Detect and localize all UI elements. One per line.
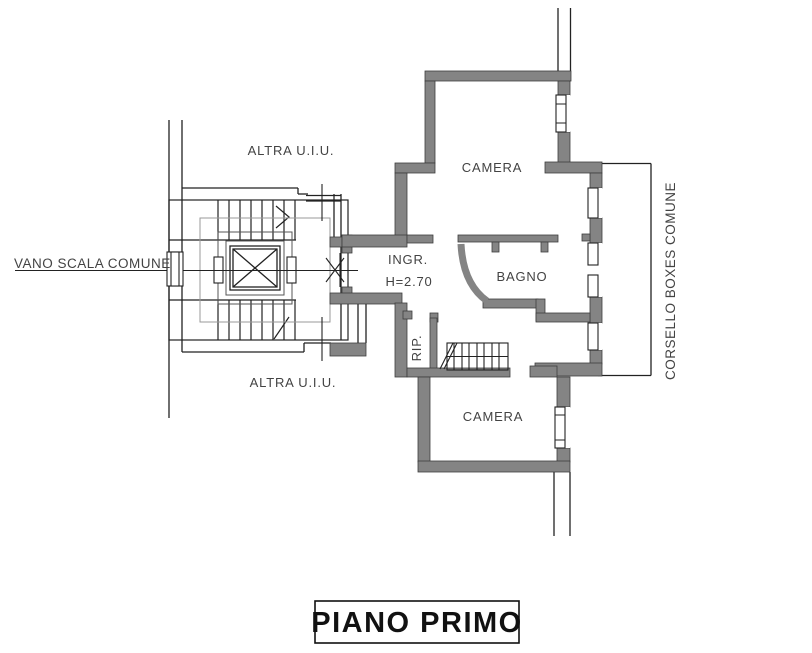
window-camera-bottom — [554, 406, 566, 449]
window-east-1 — [587, 187, 599, 219]
windows — [166, 94, 602, 449]
axis-marks — [15, 184, 358, 361]
label-corsello: CORSELLO BOXES COMUNE — [663, 182, 678, 380]
title-box — [314, 600, 520, 644]
label-vano-scala: VANO SCALA COMUNE — [14, 256, 171, 271]
label-altra-uiu-top: ALTRA U.I.U. — [248, 143, 335, 158]
plan-title: PIANO PRIMO — [311, 607, 522, 639]
elevator — [213, 231, 297, 305]
labels: ALTRA U.I.U. ALTRA U.I.U. VANO SCALA COM… — [14, 143, 678, 424]
window-east-2b — [587, 274, 599, 298]
internal-stair — [439, 342, 509, 371]
window-stairwell-inner — [170, 251, 180, 287]
label-ingresso: INGR. — [388, 252, 428, 267]
label-altra-uiu-bottom: ALTRA U.I.U. — [250, 375, 337, 390]
label-camera-bottom: CAMERA — [463, 409, 523, 424]
window-camera-top — [555, 94, 567, 133]
bagno-curved-wall — [457, 243, 490, 304]
boundary-lines — [168, 8, 652, 536]
label-bagno: BAGNO — [497, 269, 548, 284]
label-camera-top: CAMERA — [462, 160, 522, 175]
label-ingresso-height: H=2.70 — [385, 274, 432, 289]
label-ripostiglio: RIP. — [409, 335, 424, 362]
window-east-3 — [587, 322, 599, 351]
title-block: PIANO PRIMO — [311, 600, 522, 644]
window-east-2a — [587, 242, 599, 266]
walls — [329, 70, 603, 473]
